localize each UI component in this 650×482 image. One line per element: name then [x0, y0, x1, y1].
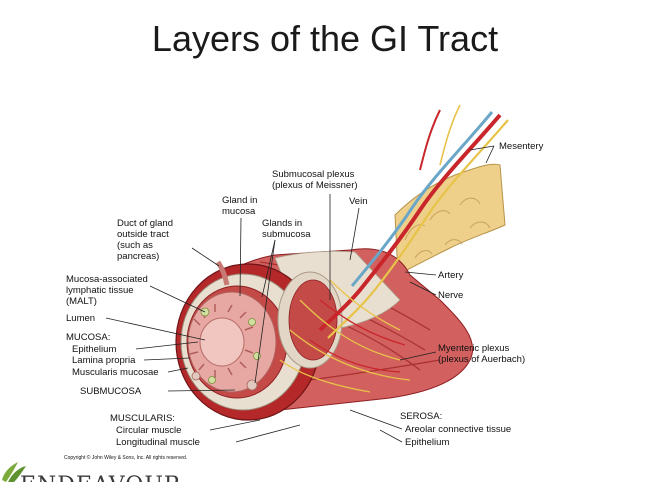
label-submucosa: SUBMUCOSA [80, 386, 142, 397]
label-myenteric-plexus-alt: (plexus of Auerbach) [438, 354, 525, 365]
lumen [200, 318, 244, 366]
endeavour-logo: ENDEAVOUR [2, 462, 182, 482]
label-glands-submucosa: Glands in [262, 218, 302, 229]
malt-nodule [249, 319, 256, 326]
label-myenteric-plexus: Myenteric plexus [438, 343, 510, 354]
label-circular-muscle: Circular muscle [116, 425, 181, 436]
label-duct: Duct of gland [117, 218, 173, 229]
label-lamina-propria: Lamina propria [72, 355, 136, 366]
label-artery: Artery [438, 270, 464, 281]
label-serosa: SEROSA: [400, 411, 442, 422]
label-muscularis-mucosae: Muscularis mucosae [72, 367, 159, 378]
label-areolar: Areolar connective tissue [405, 424, 511, 435]
label-glands-submucosa-2: submucosa [262, 229, 311, 240]
label-longitudinal-muscle: Longitudinal muscle [116, 437, 200, 448]
label-gland-mucosa: Gland in [222, 195, 257, 206]
label-submucosal-plexus-alt: (plexus of Meissner) [272, 180, 358, 191]
label-serosa-epithelium: Epithelium [405, 437, 449, 448]
label-vein: Vein [349, 196, 368, 207]
label-malt-2: lymphatic tissue [66, 285, 134, 296]
label-lumen: Lumen [66, 313, 95, 324]
malt-nodule [209, 377, 216, 384]
label-duct-3: (such as [117, 240, 153, 251]
copyright-text: Copyright © John Wiley & Sons, Inc. All … [64, 454, 187, 461]
label-muscularis: MUSCULARIS: [110, 413, 175, 424]
label-mesentery: Mesentery [499, 141, 544, 152]
label-malt: Mucosa-associated [66, 274, 148, 285]
label-epithelium: Epithelium [72, 344, 116, 355]
label-submucosal-plexus: Submucosal plexus [272, 169, 355, 180]
label-malt-3: (MALT) [66, 296, 97, 307]
label-duct-2: outside tract [117, 229, 169, 240]
submucosal-gland [192, 372, 200, 380]
label-nerve: Nerve [438, 290, 463, 301]
brand-wordmark: ENDEAVOUR [20, 473, 182, 482]
label-mucosa: MUCOSA: [66, 332, 110, 343]
label-duct-4: pancreas) [117, 251, 159, 262]
label-gland-mucosa-2: mucosa [222, 206, 256, 217]
